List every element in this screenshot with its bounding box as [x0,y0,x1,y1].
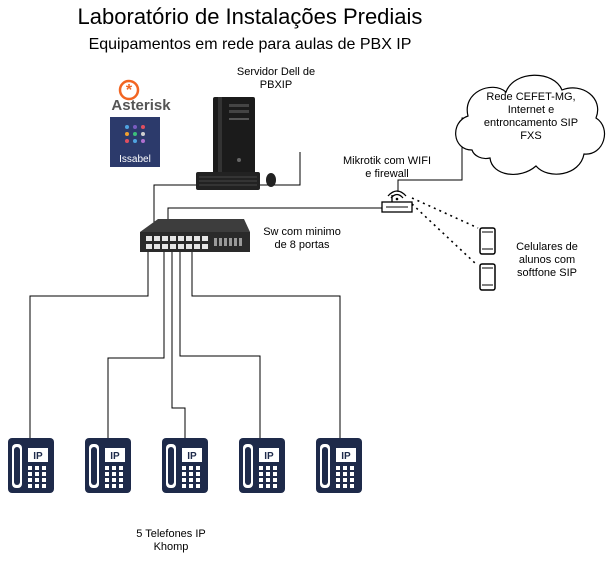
ip-phone-badge: IP [33,451,43,462]
mobile-phones-label: Celulares de alunos com softfone SIP [498,241,596,280]
mobile-label-line2: alunos com [518,254,576,266]
mobile-label-line1: Celulares de [516,241,578,253]
phone-link-1 [29,252,149,440]
server-label: Servidor Dell de PBXIP [220,66,332,92]
mobile-phone-icon-1 [479,227,496,255]
asterisk-logo: * Asterisk [111,79,171,114]
cloud-label-line2: Internet e [507,104,555,116]
ip-phone-group: IP IP IP IP IP [8,438,362,493]
router-label: Mikrotik com WIFI e firewall [322,155,452,181]
ip-phone-icon: IP [239,438,285,493]
wifi-links [411,197,479,265]
diagram-title: Laboratório de Instalações Prediais [77,4,423,29]
ip-phone-badge: IP [110,451,120,462]
ip-phone-badge: IP [341,451,351,462]
ip-phone-icon: IP [162,438,208,493]
ip-phone-badge: IP [264,451,274,462]
server-label-line2: PBXIP [259,79,293,91]
switch-label: Sw com minimo de 8 portas [254,226,350,252]
switch-label-line2: de 8 portas [274,239,330,251]
ip-phone-icon: IP [8,438,54,493]
cloud-label-line4: FXS [520,130,542,142]
ip-phone-icon: IP [316,438,362,493]
phone-link-5 [191,252,341,440]
phone-link-3 [171,252,186,440]
diagram-subtitle: Equipamentos em rede para aulas de PBX I… [88,36,412,53]
mouse-icon [266,173,276,187]
issabel-logo: Issabel [110,117,160,167]
cloud-label-line3: entroncamento SIP [483,117,579,129]
phone-link-2 [107,252,165,440]
server-icon [213,97,255,174]
router-icon [381,190,413,213]
mobile-label-line3: softfone SIP [517,267,577,279]
issabel-text: Issabel [119,154,151,165]
switch-label-line1: Sw com minimo [263,226,341,238]
server-label-line1: Servidor Dell de [236,66,316,78]
phone-link-4 [179,252,261,440]
ip-phones-label-line1: 5 Telefones IP [136,528,206,540]
asterisk-text: Asterisk [111,97,171,114]
keyboard-icon [196,172,260,190]
mobile-phone-icon-2 [479,263,496,291]
router-label-line1: Mikrotik com WIFI [343,155,431,167]
switch-icon [140,219,250,252]
ip-phones-label: 5 Telefones IP Khomp [116,528,226,554]
ip-phone-badge: IP [187,451,197,462]
router-label-line2: e firewall [365,168,409,180]
ip-phones-label-line2: Khomp [153,541,189,553]
cloud-shape [455,74,606,175]
cloud-label-line1: Rede CEFET-MG, [486,91,576,103]
svg-text:*: * [126,82,133,99]
cloud-label: Rede CEFET-MG, Internet e entroncamento … [468,91,594,143]
ip-phone-icon: IP [85,438,131,493]
